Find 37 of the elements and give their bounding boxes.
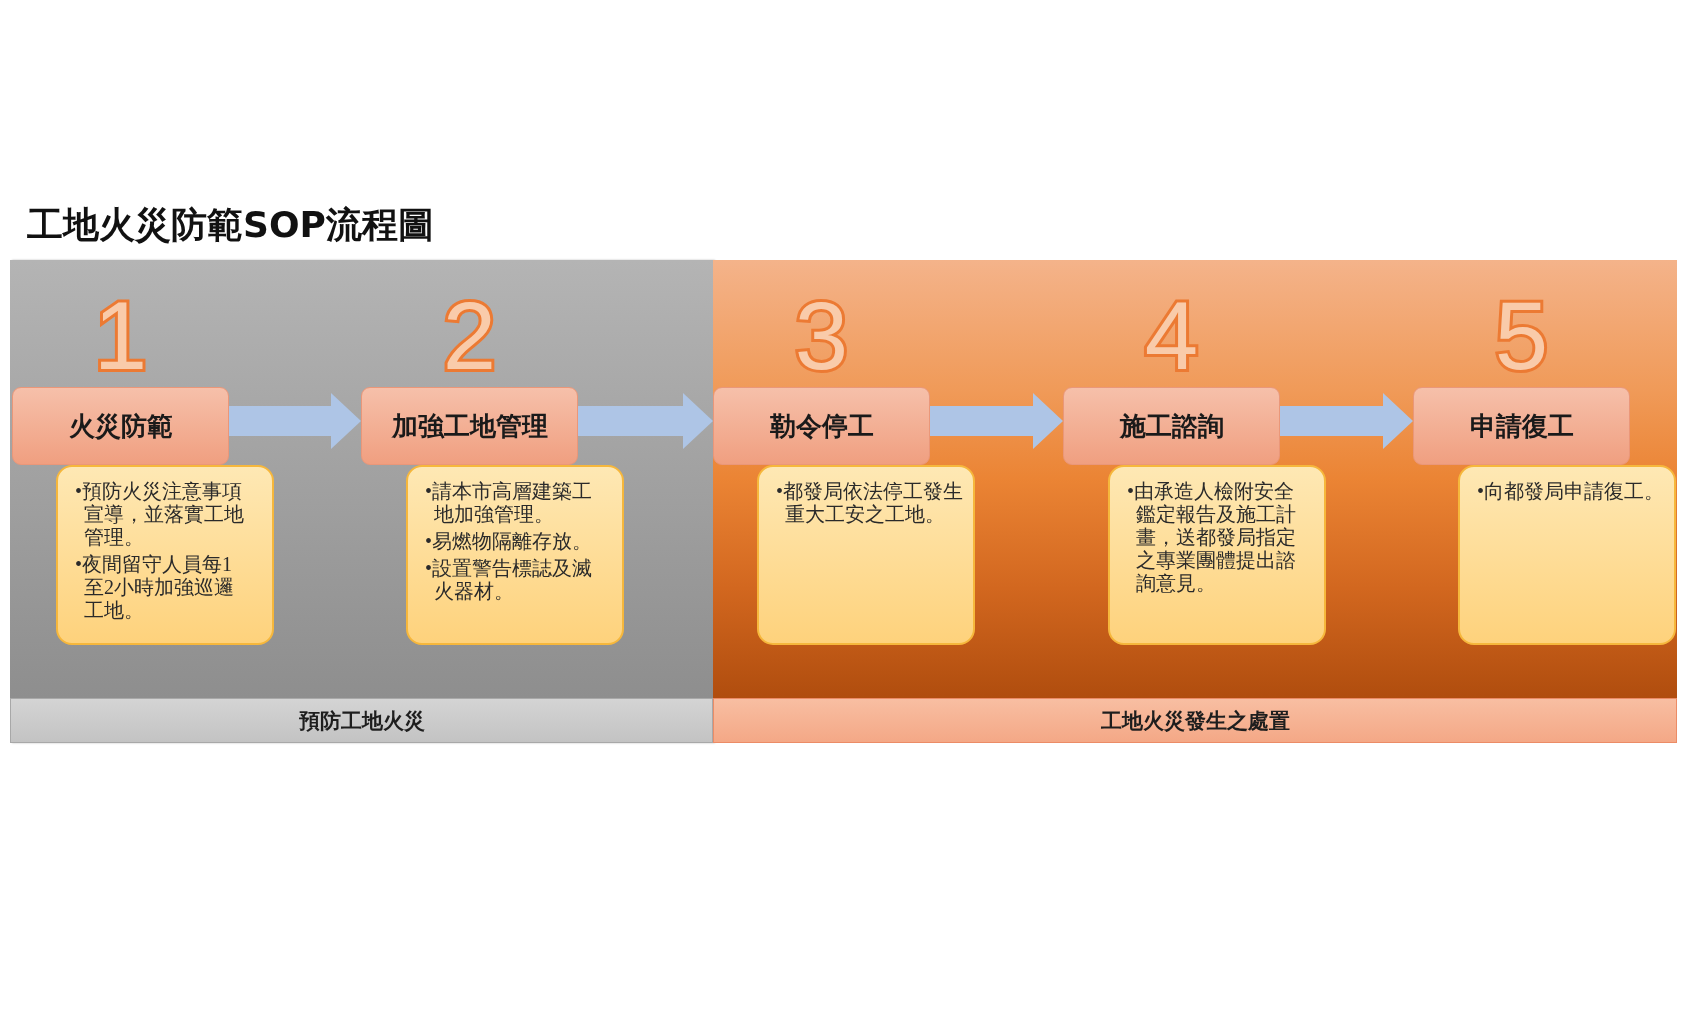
step-detail-box [1458, 465, 1676, 645]
bullet-text: •易燃物隔離存放。 [425, 530, 592, 553]
phase-panel [713, 260, 1677, 743]
step-title: 施工諮詢 [1119, 410, 1224, 443]
step-heading-box [361, 387, 578, 465]
bullet-text: •向都發局申請復工。 [1477, 480, 1664, 503]
bullet-text: •預防火災注意事項宣導，並落實工地管理。 [75, 480, 245, 549]
phase-panel [10, 260, 713, 743]
block-arrow [930, 393, 1063, 449]
bullet-text: •由承造人檢附安全鑑定報告及施工計畫，送都發局指定之專業團體提出諮詢意見。 [1127, 480, 1297, 595]
step-number: 3 [794, 288, 849, 384]
step-title: 勒令停工 [769, 410, 874, 443]
step-detail-box [1108, 465, 1326, 645]
step-heading-box [12, 387, 229, 465]
bullet-text: •夜間留守人員每1至2小時加強巡邏工地。 [75, 553, 235, 622]
phase-label: 預防工地火災 [10, 698, 713, 743]
step-number: 4 [1144, 288, 1199, 384]
step-heading-box [713, 387, 930, 465]
diagram-title: 工地火災防範SOP流程圖 [27, 203, 434, 247]
step-detail-box [56, 465, 274, 645]
step-heading-box [1063, 387, 1280, 465]
step-title: 申請復工 [1469, 410, 1574, 443]
step-heading-box [1413, 387, 1630, 465]
block-arrow [578, 393, 713, 449]
phase-label: 工地火災發生之處置 [713, 698, 1677, 743]
step-title: 火災防範 [68, 410, 173, 443]
step-number: 5 [1494, 288, 1549, 384]
bullet-text: •請本市高層建築工地加強管理。 [425, 480, 593, 526]
step-detail-box [406, 465, 624, 645]
bullet-text: •都發局依法停工發生重大工安之工地。 [776, 480, 964, 526]
bullet-text: •設置警告標誌及滅火器材。 [425, 557, 593, 603]
step-detail-box [757, 465, 975, 645]
block-arrow [229, 393, 361, 449]
step-number: 1 [93, 288, 148, 384]
block-arrow [1280, 393, 1413, 449]
step-number: 2 [442, 288, 497, 384]
step-title: 加強工地管理 [391, 410, 548, 443]
